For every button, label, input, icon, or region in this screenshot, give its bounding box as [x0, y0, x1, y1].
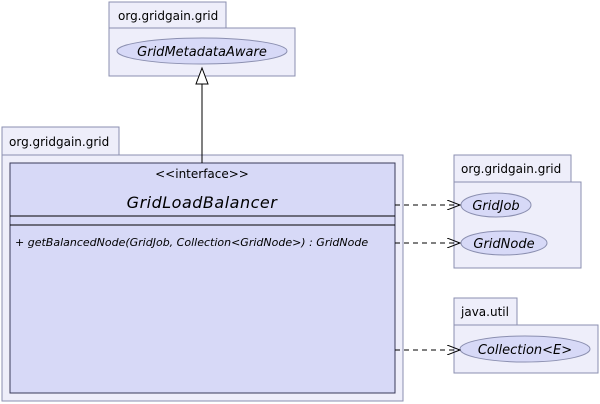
- class-name-gridjob: GridJob: [472, 199, 519, 214]
- class-name-gridloadbalancer: GridLoadBalancer: [127, 193, 279, 212]
- package-java-util: java.util Collection<E>: [453, 297, 599, 374]
- package-tab: [108, 1, 227, 29]
- class-oval-gridnode[interactable]: [460, 230, 548, 256]
- package-gridjob-gridnode: org.gridgain.grid GridJob GridNode: [453, 154, 582, 269]
- operation-getbalancednode: + getBalancedNode(GridJob, Collection<Gr…: [15, 236, 368, 249]
- generalization-arrow: [195, 66, 209, 163]
- package-body: [453, 181, 582, 269]
- class-gridloadbalancer[interactable]: <<interface>> GridLoadBalancer + getBala…: [9, 162, 396, 394]
- class-stereotype: <<interface>>: [155, 167, 249, 181]
- class-name-collection: Collection<E>: [478, 343, 572, 358]
- class-oval-gridmetadataaware[interactable]: [116, 37, 288, 65]
- package-name: org.gridgain.grid: [461, 162, 561, 176]
- class-name-gridnode: GridNode: [473, 237, 534, 252]
- hollow-triangle-icon: [195, 66, 209, 85]
- class-name-gridmetadataaware: GridMetadataAware: [137, 45, 267, 60]
- package-name: org.gridgain.grid: [118, 9, 218, 23]
- package-name: java.util: [460, 305, 509, 319]
- class-box[interactable]: [9, 162, 396, 394]
- package-tab: [453, 154, 572, 183]
- package-tab: [1, 126, 120, 156]
- package-gridmetadataaware: org.gridgain.grid GridMetadataAware: [108, 1, 296, 77]
- class-oval-gridjob[interactable]: [460, 192, 532, 218]
- package-name: org.gridgain.grid: [9, 135, 109, 149]
